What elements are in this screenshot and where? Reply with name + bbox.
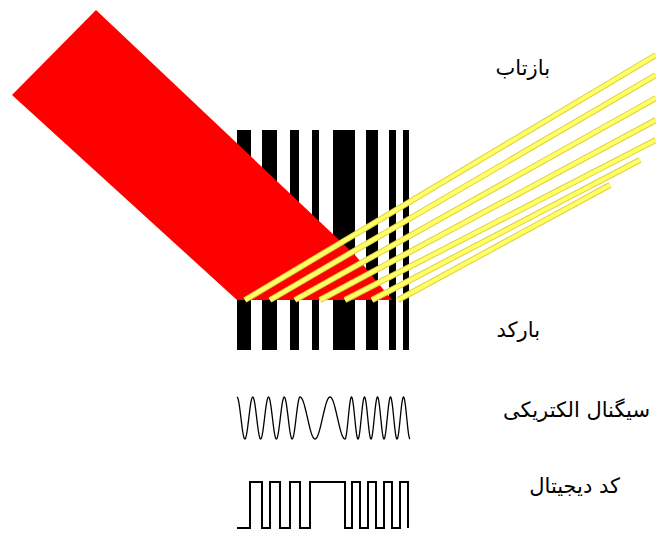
barcode-label: بارکد bbox=[497, 318, 540, 343]
digital-signal bbox=[237, 482, 408, 528]
laser-beam bbox=[12, 10, 392, 300]
reflection-label: بازتاب bbox=[496, 56, 550, 81]
signal-label: سیگنال الکتریکی bbox=[503, 398, 650, 423]
analog-signal bbox=[237, 397, 410, 439]
digital-code-label: کد دیجیتال bbox=[529, 474, 620, 499]
reflected-rays bbox=[245, 55, 656, 300]
reflected-rays-core bbox=[245, 55, 656, 300]
